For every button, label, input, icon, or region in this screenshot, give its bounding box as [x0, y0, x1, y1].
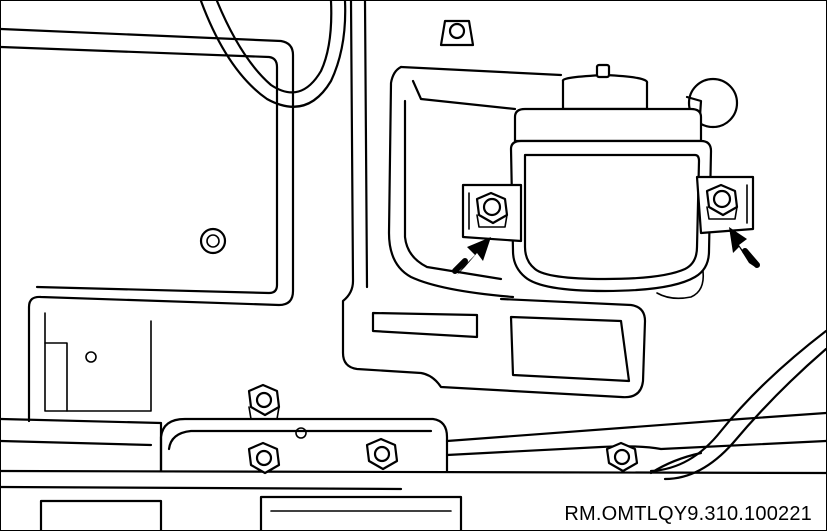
arrow-right [729, 227, 760, 268]
bolt-rail-top [247, 383, 281, 420]
bolt-rail-lower-left [247, 441, 281, 475]
hose-lines [199, 1, 347, 108]
diagonal-cable [649, 329, 826, 481]
reference-code: RM.OMTLQY9.310.100221 [560, 502, 816, 526]
top-nut [439, 19, 475, 47]
reservoir-housing [387, 65, 703, 299]
bolt-left [475, 191, 509, 228]
mounting-bolts [475, 183, 739, 228]
rail-bolts [247, 383, 639, 475]
arrow-left [452, 237, 491, 275]
bolt-rail-right [605, 441, 639, 473]
center-frame-member [341, 1, 647, 399]
panel-stud [199, 227, 227, 255]
bottom-edge-details [39, 495, 463, 530]
bolt-rail-lower-mid [365, 437, 399, 471]
indicator-arrows [452, 227, 760, 275]
bolt-right [705, 183, 739, 220]
bottom-frame-rail [1, 411, 826, 491]
coolant-reservoir [509, 63, 739, 300]
left-body-panel [1, 27, 295, 473]
